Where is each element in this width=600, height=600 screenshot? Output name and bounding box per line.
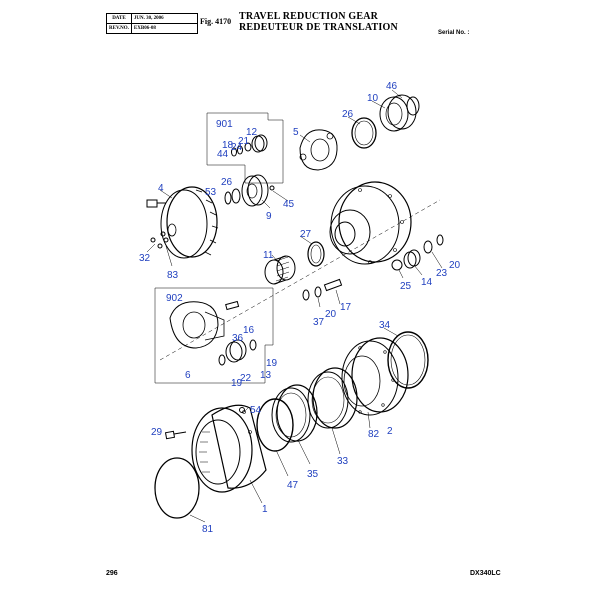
gear-14: [403, 249, 421, 269]
bearing-21: [244, 142, 252, 152]
callout-27: 27: [300, 229, 312, 240]
ring-26-upper: [351, 117, 377, 149]
callout-54: 54: [250, 405, 262, 416]
callout-5: 5: [293, 127, 299, 138]
housing-upper: [329, 181, 412, 265]
washer-24: [231, 147, 237, 157]
callout-17: 17: [340, 302, 352, 313]
bearing-33: [307, 367, 358, 429]
callout-6: 6: [185, 370, 191, 381]
plug-54: [239, 407, 245, 413]
callout-45: 45: [283, 199, 295, 210]
figure-number: Fig. 4170: [200, 17, 232, 26]
leader-lines: [146, 89, 443, 523]
callout-35: 35: [307, 469, 319, 480]
callout-19: 19: [266, 358, 278, 369]
pin-36: [225, 300, 240, 311]
planet-gear-12: [251, 134, 268, 153]
callout-82: 82: [368, 429, 380, 440]
callout-46: 46: [386, 81, 398, 92]
callout-10: 10: [367, 93, 379, 104]
callout-33: 33: [337, 456, 349, 467]
page-number: 296: [106, 570, 118, 577]
ring-26-mid: [231, 188, 241, 204]
callout-44: 44: [217, 149, 229, 160]
washer-37: [302, 289, 310, 301]
callout-20-mid: 20: [325, 309, 337, 320]
serial-number-label: Serial No. :: [438, 30, 470, 36]
title-french: REDEUTEUR DE TRANSLATION: [239, 22, 398, 33]
assembly-frame-902: [154, 287, 274, 384]
bearing-23: [423, 240, 433, 254]
callout-2: 2: [387, 426, 393, 437]
washer-18: [237, 145, 243, 155]
callout-36: 36: [232, 333, 244, 344]
callout-22: 22: [240, 373, 252, 384]
callout-29: 29: [151, 427, 163, 438]
bolt-29: [164, 430, 187, 440]
callout-11: 11: [263, 250, 274, 261]
callout-32: 32: [139, 253, 151, 264]
ring-27: [307, 241, 325, 267]
revision-box: DATE JUN. 30, 2006 REV.NO. EXB06-08: [106, 13, 199, 34]
callout-23: 23: [436, 268, 448, 279]
pin-25: [391, 259, 403, 271]
callout-14: 14: [421, 277, 433, 288]
washer-20-upper: [436, 234, 444, 246]
shaft-17: [323, 278, 343, 292]
ring-46: [406, 96, 420, 116]
washer-22: [218, 354, 226, 366]
callout-12: 12: [246, 127, 258, 138]
callout-20: 20: [449, 260, 461, 271]
bearing-19: [249, 339, 257, 351]
callout-21: 21: [238, 136, 250, 147]
callout-18: 18: [222, 140, 234, 151]
bearing-10: [379, 94, 417, 132]
snap-ring-45: [269, 185, 275, 191]
callout-9: 9: [266, 211, 272, 222]
callout-34: 34: [379, 320, 391, 331]
cover-4: [160, 186, 219, 259]
callout-81: 81: [202, 524, 214, 535]
callout-26-mid: 26: [221, 177, 233, 188]
bolt-4: [146, 199, 166, 208]
callout-901: 901: [216, 119, 233, 130]
carrier-5: [299, 129, 338, 171]
title-english: TRAVEL REDUCTION GEAR: [239, 11, 379, 22]
callout-19-lower: 19: [231, 378, 243, 389]
carrier-6: [169, 301, 225, 349]
o-ring-81: [154, 457, 200, 519]
callout-902: 902: [166, 293, 183, 304]
ring-53: [224, 191, 232, 205]
washer-20-mid: [314, 286, 322, 298]
ring-47: [256, 398, 294, 452]
callout-53: 53: [205, 187, 217, 198]
plugs-32-83: [150, 231, 169, 249]
assembly-frame-901: [206, 112, 284, 184]
callout-47: 47: [287, 480, 299, 491]
callout-26: 26: [342, 109, 354, 120]
centre-axis: [159, 199, 441, 361]
rev-value: EXB06-08: [130, 23, 199, 34]
gear-16: [225, 339, 247, 363]
hub-2: [341, 337, 409, 416]
callout-1: 1: [262, 504, 268, 515]
sun-gear-9: [241, 174, 269, 207]
bearing-35: [271, 384, 318, 443]
housing-1: [191, 404, 267, 493]
callout-37: 37: [313, 317, 325, 328]
callout-4: 4: [158, 183, 164, 194]
callout-16: 16: [243, 325, 255, 336]
callout-83: 83: [167, 270, 179, 281]
model-code: DX340LC: [470, 570, 501, 577]
callout-25: 25: [400, 281, 412, 292]
seal-34: [387, 331, 429, 389]
callout-24: 24: [231, 142, 243, 153]
callout-13: 13: [260, 370, 272, 381]
